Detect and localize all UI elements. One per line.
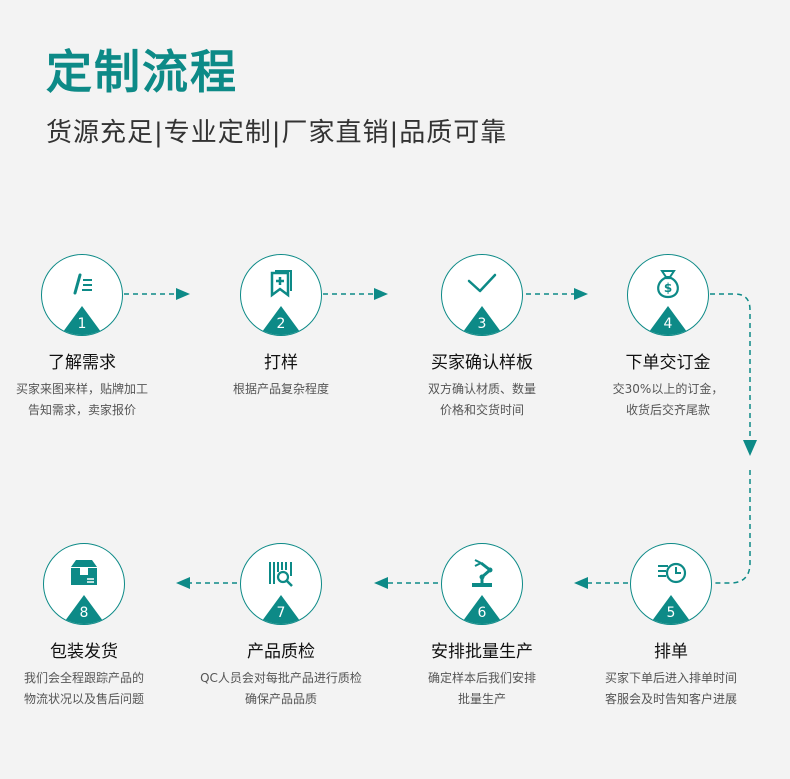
step-6-desc: 确定样本后我们安排 批量生产 — [397, 668, 567, 710]
step-8-desc: 我们会全程跟踪产品的 物流状况以及售后问题 — [0, 668, 169, 710]
step-6-circle: 6 — [441, 543, 523, 625]
step-4-desc: 交30%以上的订金， 收货后交齐尾款 — [583, 379, 753, 421]
step-6-number: 6 — [477, 605, 487, 621]
step-7-desc: QC人员会对每批产品进行质检 确保产品品质 — [196, 668, 366, 710]
step-7-circle: 7 — [240, 543, 322, 625]
step-4-badge — [646, 306, 690, 335]
step-3-desc-line-1: 双方确认材质、数量 — [427, 382, 536, 396]
step-1-desc: 买家来图来样，贴牌加工 告知需求，卖家报价 — [0, 379, 167, 421]
step-3-desc: 双方确认材质、数量 价格和交货时间 — [397, 379, 567, 421]
svg-text:$: $ — [664, 281, 672, 295]
step-8-badge — [62, 595, 106, 624]
step-4-desc-line-1: 交30%以上的订金， — [612, 382, 724, 396]
step-6-badge — [460, 595, 504, 624]
step-6-desc-line-1: 确定样本后我们安排 — [427, 671, 536, 685]
step-5-desc-line-1: 买家下单后进入排单时间 — [604, 671, 737, 685]
page-title: 定制流程 — [46, 45, 238, 99]
step-4: $ 4 下单交订金 交30%以上的订金， 收货后交齐尾款 — [583, 254, 753, 421]
step-5-title: 排单 — [654, 642, 688, 662]
step-1-circle: 1 — [41, 254, 123, 336]
step-1-desc-line-2: 告知需求，卖家报价 — [27, 403, 136, 417]
step-7-badge — [259, 595, 303, 624]
step-8-circle: 8 — [43, 543, 125, 625]
schedule-clock-icon — [658, 562, 687, 584]
step-2-number: 2 — [276, 316, 286, 332]
step-1-desc-line-1: 买家来图来样，贴牌加工 — [15, 382, 148, 396]
step-6: 6 安排批量生产 确定样本后我们安排 批量生产 — [397, 543, 567, 710]
step-1-number: 1 — [77, 316, 87, 332]
step-8-desc-line-2: 物流状况以及售后问题 — [23, 692, 144, 706]
step-2-circle: 2 — [240, 254, 322, 336]
step-4-title: 下单交订金 — [625, 353, 711, 373]
step-8-title: 包装发货 — [50, 642, 118, 662]
step-3-desc-line-2: 价格和交货时间 — [439, 403, 524, 417]
check-icon — [467, 273, 497, 293]
step-8: 8 包装发货 我们会全程跟踪产品的 物流状况以及售后问题 — [0, 543, 169, 710]
step-6-desc-line-2: 批量生产 — [457, 692, 506, 706]
step-5-badge — [649, 595, 693, 624]
step-2-title: 打样 — [264, 353, 298, 373]
step-3-badge — [460, 306, 504, 335]
step-2-desc: 根据产品复杂程度 — [196, 379, 366, 400]
step-7-title: 产品质检 — [247, 642, 315, 662]
step-7-number: 7 — [276, 605, 286, 621]
step-8-number: 8 — [79, 605, 89, 621]
step-5-number: 5 — [666, 605, 676, 621]
package-icon — [71, 560, 97, 585]
page-subtitle: 货源充足|专业定制|厂家直销|品质可靠 — [46, 118, 508, 148]
step-6-title: 安排批量生产 — [431, 642, 533, 662]
step-5: 5 排单 买家下单后进入排单时间 客服会及时告知客户进展 — [586, 543, 756, 710]
step-1-badge — [60, 306, 104, 335]
step-5-desc: 买家下单后进入排单时间 客服会及时告知客户进展 — [586, 668, 756, 710]
step-3-circle: 3 — [441, 254, 523, 336]
step-4-desc-line-2: 收货后交齐尾款 — [625, 403, 710, 417]
money-bag-icon: $ — [657, 270, 679, 299]
robot-arm-icon — [472, 559, 493, 587]
step-4-number: 4 — [663, 316, 673, 332]
step-3-title: 买家确认样板 — [431, 353, 533, 373]
step-3-number: 3 — [477, 316, 487, 332]
step-7-desc-line-1: QC人员会对每批产品进行质检 — [200, 671, 362, 685]
step-1-title: 了解需求 — [48, 353, 116, 373]
step-2: 2 打样 根据产品复杂程度 — [196, 254, 366, 400]
step-7: 7 产品质检 QC人员会对每批产品进行质检 确保产品品质 — [196, 543, 366, 710]
step-3: 3 买家确认样板 双方确认材质、数量 价格和交货时间 — [397, 254, 567, 421]
pen-list-icon — [73, 273, 92, 295]
step-5-desc-line-2: 客服会及时告知客户进展 — [604, 692, 737, 706]
step-5-circle: 5 — [630, 543, 712, 625]
bookmark-plus-icon — [270, 270, 292, 298]
step-2-desc-line-1: 根据产品复杂程度 — [232, 382, 329, 396]
step-2-badge — [259, 306, 303, 335]
step-1: 1 了解需求 买家来图来样，贴牌加工 告知需求，卖家报价 — [0, 254, 167, 421]
step-8-desc-line-1: 我们会全程跟踪产品的 — [23, 671, 144, 685]
barcode-search-icon — [269, 562, 293, 587]
step-4-circle: $ 4 — [627, 254, 709, 336]
step-7-desc-line-2: 确保产品品质 — [244, 692, 317, 706]
